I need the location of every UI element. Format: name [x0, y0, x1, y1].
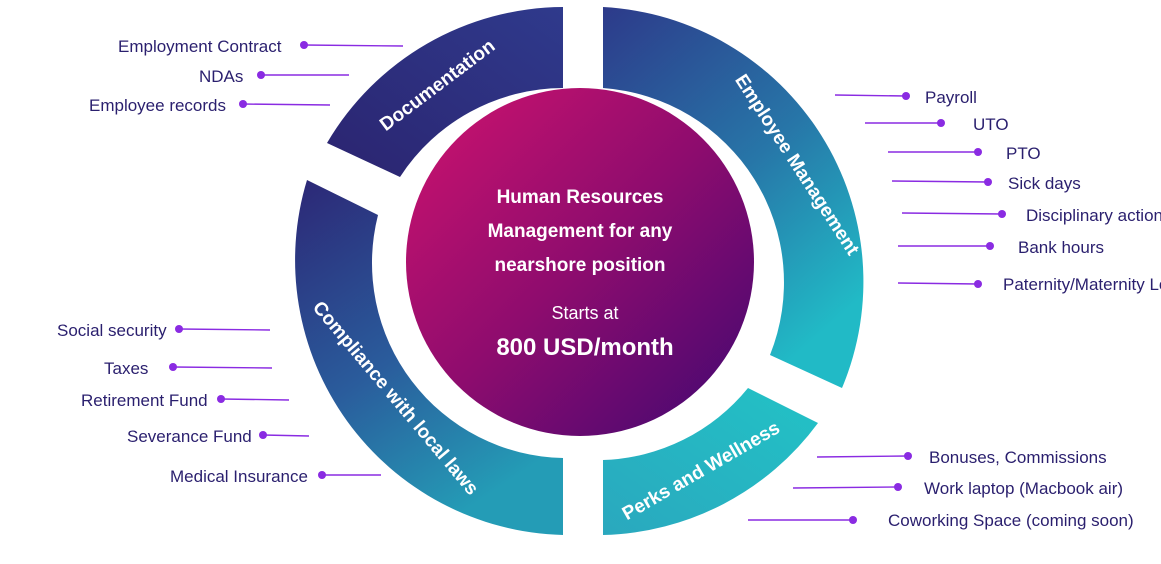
svg-text:Bonuses, Commissions: Bonuses, Commissions	[929, 448, 1107, 467]
list-item: Payroll	[834, 88, 977, 107]
center-title-line-3: nearshore position	[494, 255, 665, 276]
bullet-dot-icon	[849, 516, 857, 524]
documentation-items: Employment Contract NDAs Employee record…	[89, 37, 404, 115]
svg-text:Employment Contract: Employment Contract	[118, 37, 282, 56]
center-circle	[406, 88, 754, 436]
segment-employee-management	[603, 7, 864, 388]
list-item: UTO	[865, 115, 1009, 134]
bullet-dot-icon	[986, 242, 994, 250]
svg-text:NDAs: NDAs	[199, 67, 243, 86]
list-item: Coworking Space (coming soon)	[748, 511, 1134, 530]
segment-documentation	[327, 7, 563, 177]
list-item: Work laptop (Macbook air)	[792, 479, 1123, 498]
svg-text:Medical Insurance: Medical Insurance	[170, 467, 308, 486]
compliance-items: Social security Taxes Retirement Fund Se…	[57, 321, 381, 486]
list-item: Retirement Fund	[81, 391, 290, 410]
list-item: Social security	[57, 321, 271, 340]
bullet-dot-icon	[984, 178, 992, 186]
list-item: Severance Fund	[127, 427, 310, 446]
list-item: Disciplinary actions	[901, 206, 1161, 225]
segment-compliance	[295, 180, 563, 535]
perks-items: Bonuses, Commissions Work laptop (Macboo…	[748, 448, 1134, 530]
bullet-dot-icon	[894, 483, 902, 491]
list-item: Employee records	[89, 96, 331, 115]
bullet-dot-icon	[902, 92, 910, 100]
center-title-line-2: Management for any	[488, 221, 673, 242]
bullet-dot-icon	[998, 210, 1006, 218]
svg-text:Coworking Space (coming soon): Coworking Space (coming soon)	[888, 511, 1134, 530]
svg-text:Payroll: Payroll	[925, 88, 977, 107]
center-price: 800 USD/month	[496, 334, 673, 361]
svg-text:Paternity/Maternity Le: Paternity/Maternity Le	[1003, 275, 1161, 294]
bullet-dot-icon	[904, 452, 912, 460]
ring	[295, 7, 864, 535]
svg-text:Retirement Fund: Retirement Fund	[81, 391, 208, 410]
bullet-dot-icon	[974, 280, 982, 288]
segment-perks-and-wellness	[603, 388, 818, 535]
svg-text:Severance Fund: Severance Fund	[127, 427, 252, 446]
employee-management-items: Payroll UTO PTO Sick days Disciplinary a…	[834, 88, 1161, 294]
center-title-line-1: Human Resources	[497, 187, 664, 208]
bullet-dot-icon	[974, 148, 982, 156]
center-starts-label: Starts at	[551, 303, 618, 323]
list-item: Paternity/Maternity Le	[897, 275, 1161, 294]
list-item: Employment Contract	[118, 37, 404, 56]
bullet-dot-icon	[937, 119, 945, 127]
svg-text:Employee records: Employee records	[89, 96, 226, 115]
list-item: Medical Insurance	[170, 467, 381, 486]
svg-text:Taxes: Taxes	[104, 359, 148, 378]
svg-text:Sick days: Sick days	[1008, 174, 1081, 193]
list-item: PTO	[888, 144, 1041, 163]
list-item: Sick days	[891, 174, 1081, 193]
list-item: Bank hours	[898, 238, 1104, 257]
svg-text:Social security: Social security	[57, 321, 167, 340]
svg-text:Work laptop (Macbook air): Work laptop (Macbook air)	[924, 479, 1123, 498]
svg-text:PTO: PTO	[1006, 144, 1041, 163]
list-item: Bonuses, Commissions	[816, 448, 1107, 467]
list-item: Taxes	[104, 359, 273, 378]
list-item: NDAs	[199, 67, 349, 86]
svg-text:Disciplinary actions: Disciplinary actions	[1026, 206, 1161, 225]
svg-text:Bank hours: Bank hours	[1018, 238, 1104, 257]
svg-text:UTO: UTO	[973, 115, 1009, 134]
